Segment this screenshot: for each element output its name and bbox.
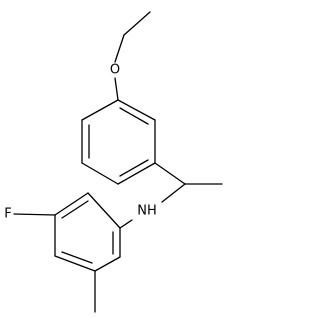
bond-ring-a-double-2	[119, 159, 149, 177]
bond-ring-b-6	[87, 192, 121, 229]
bond-ring-b-3	[54, 255, 96, 272]
bond-ring-a-1	[117, 99, 156, 121]
bond-ring-b-2	[94, 256, 121, 272]
bond-ring-b-double-2	[61, 251, 93, 264]
bond-o-aryl	[114, 77, 119, 101]
molecule-canvas: O NH F	[4, 11, 223, 313]
structure-diagram: O NH F	[4, 11, 223, 313]
bond-ring-a-double-1	[119, 107, 149, 125]
oxygen-label: O	[110, 63, 120, 78]
bond-ring-b-double-1	[61, 200, 89, 219]
amine-label: NH	[137, 204, 157, 219]
bond-nh-ring-b	[119, 219, 133, 229]
bond-ring-a-3	[117, 162, 156, 185]
bond-ring-b-5	[54, 192, 89, 216]
bond-ring-a-4	[81, 162, 119, 185]
bond-ring-b-fluorine	[13, 213, 56, 216]
bond-ethyl-ch3-ch2	[123, 11, 151, 36]
bond-ch-nh	[161, 183, 186, 203]
bond-ethyl-ch2-o	[114, 34, 125, 63]
fluorine-label: F	[4, 207, 11, 222]
bond-ring-a-6	[81, 99, 119, 121]
bond-ring-a-ch	[154, 162, 186, 185]
